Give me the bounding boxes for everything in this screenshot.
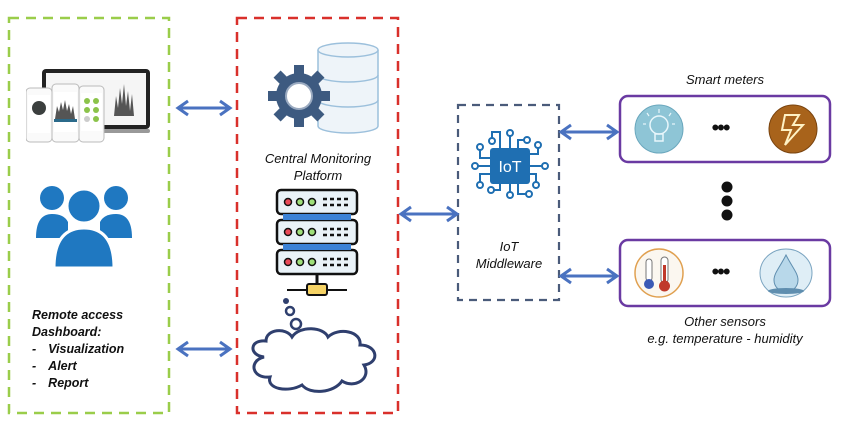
central-title-line2: Platform (293, 168, 343, 183)
bullet: - (32, 342, 37, 356)
item-label: Visualization (48, 342, 125, 356)
middleware-label: IoT Middleware (460, 238, 558, 272)
gear-icon (268, 65, 330, 127)
gear-database-icon (262, 40, 387, 140)
bullet: - (32, 359, 37, 373)
sensors-caption-line1: Other sensors (684, 314, 766, 329)
users-group-icon (34, 178, 134, 268)
sensors-ellipsis: ••• (711, 259, 730, 284)
middleware-title-line2: Middleware (475, 256, 543, 271)
item-label: Report (48, 376, 89, 390)
cloud-icon (244, 297, 384, 399)
remote-item: -Report (32, 375, 124, 392)
remote-title-line2: Dashboard: (32, 325, 102, 339)
light-bulb-icon (633, 103, 685, 155)
remote-item: -Visualization (32, 341, 124, 358)
remote-title-line1: Remote access (32, 308, 124, 322)
vertical-ellipsis (721, 181, 733, 221)
server-rack-icon (273, 188, 363, 298)
central-title-line1: Central Monitoring (264, 151, 372, 166)
dashboard-devices-icon (26, 66, 150, 144)
item-label: Alert (48, 359, 77, 373)
arrow-middleware-smart-meters (558, 123, 620, 141)
middleware-title-line1: IoT (499, 239, 519, 254)
lightning-icon (767, 103, 819, 155)
iot-badge-text: IoT (498, 159, 521, 176)
arrow-central-middleware (398, 205, 460, 223)
bullet: - (32, 376, 37, 390)
remote-panel-border (7, 16, 171, 415)
arrows (175, 99, 620, 358)
iot-chip-icon: IoT (470, 128, 550, 200)
middleware-panel-border (456, 103, 561, 302)
central-panel-border (235, 16, 400, 415)
arrow-middleware-sensors (558, 267, 620, 285)
arrow-remote-central-bottom (175, 340, 233, 358)
other-sensors-caption: Other sensors e.g. temperature - humidit… (620, 313, 830, 347)
arrow-remote-central-top (175, 99, 233, 117)
central-platform-label: Central Monitoring Platform (240, 150, 396, 184)
database-icon (317, 42, 379, 134)
smart-meters-caption: Smart meters (685, 72, 764, 87)
sensors-caption-line2: e.g. temperature - humidity (647, 331, 803, 346)
water-drop-icon (758, 247, 814, 299)
remote-access-label: Remote access Dashboard: -Visualization … (32, 307, 124, 392)
remote-item: -Alert (32, 358, 124, 375)
thermometer-icon (633, 247, 685, 299)
smart-meters-ellipsis: ••• (711, 115, 730, 140)
